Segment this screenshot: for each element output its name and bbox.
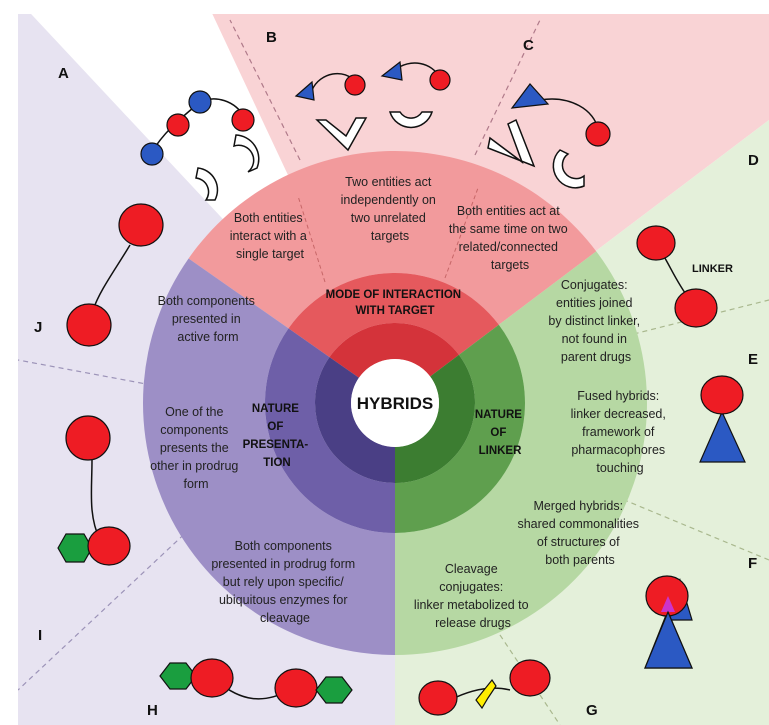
linker-item-cleavage: Cleavage conjugates: linker metabolized … xyxy=(414,562,532,630)
presentation-title: NATURE OF PRESENTA- TION xyxy=(243,403,312,469)
hub-label: HYBRIDS xyxy=(357,394,434,413)
mode-item-single-target: Both entities interact with a single tar… xyxy=(230,211,311,261)
mode-item-unrelated-targets: Two entities act independently on two un… xyxy=(341,175,440,243)
presentation-item-prodrug-both: Both components presented in prodrug for… xyxy=(211,539,358,625)
linker-title: NATURE OF LINKER xyxy=(475,409,525,457)
illustration-f xyxy=(644,575,693,669)
ring-dividers xyxy=(297,187,479,283)
presentation-item-active: Both components presented in active form xyxy=(158,294,259,344)
letter-j: J xyxy=(34,319,42,336)
linker-core-ring xyxy=(395,354,475,483)
letter-g: G xyxy=(586,702,598,719)
linker-outer-ring xyxy=(395,251,647,655)
letter-e: E xyxy=(748,351,758,368)
presentation-core-ring xyxy=(315,357,395,483)
illustration-j xyxy=(66,203,164,347)
illustration-d: LINKER xyxy=(636,225,733,328)
mode-inner-ring xyxy=(288,273,499,358)
letter-h: H xyxy=(147,702,158,719)
mode-item-related-targets: Both entities act at the same time on tw… xyxy=(449,204,571,272)
illustration-b xyxy=(294,60,451,152)
illustration-h xyxy=(159,658,353,708)
letter-d: D xyxy=(748,152,759,169)
illustration-e xyxy=(699,375,746,463)
letter-b: B xyxy=(266,29,277,46)
illustration-c xyxy=(487,83,611,189)
hub-circle xyxy=(351,359,439,447)
mode-dividers xyxy=(229,19,541,161)
presentation-item-prodrug-one: One of the components presents the other… xyxy=(150,405,242,491)
letter-a: A xyxy=(58,65,69,82)
mode-core-ring xyxy=(329,323,459,378)
illustration-a xyxy=(140,90,260,201)
linker-item-conjugates: Conjugates: entities joined by distinct … xyxy=(548,278,643,364)
letter-i: I xyxy=(38,627,42,644)
letter-c: C xyxy=(523,37,534,54)
illustration-g xyxy=(418,659,551,716)
linker-inner-ring xyxy=(395,324,525,533)
mode-title: MODE OF INTERACTION WITH TARGET xyxy=(326,289,465,317)
linker-item-fused: Fused hybrids: linker decreased, framewo… xyxy=(571,389,670,475)
linker-label: LINKER xyxy=(692,263,733,275)
mode-outer-ring xyxy=(188,150,597,329)
illustration-i xyxy=(57,415,131,566)
presentation-outer-ring xyxy=(142,258,395,655)
presentation-inner-ring xyxy=(264,328,395,533)
letter-f: F xyxy=(748,555,757,572)
linker-item-merged: Merged hybrids: shared commonalities of … xyxy=(517,499,642,567)
